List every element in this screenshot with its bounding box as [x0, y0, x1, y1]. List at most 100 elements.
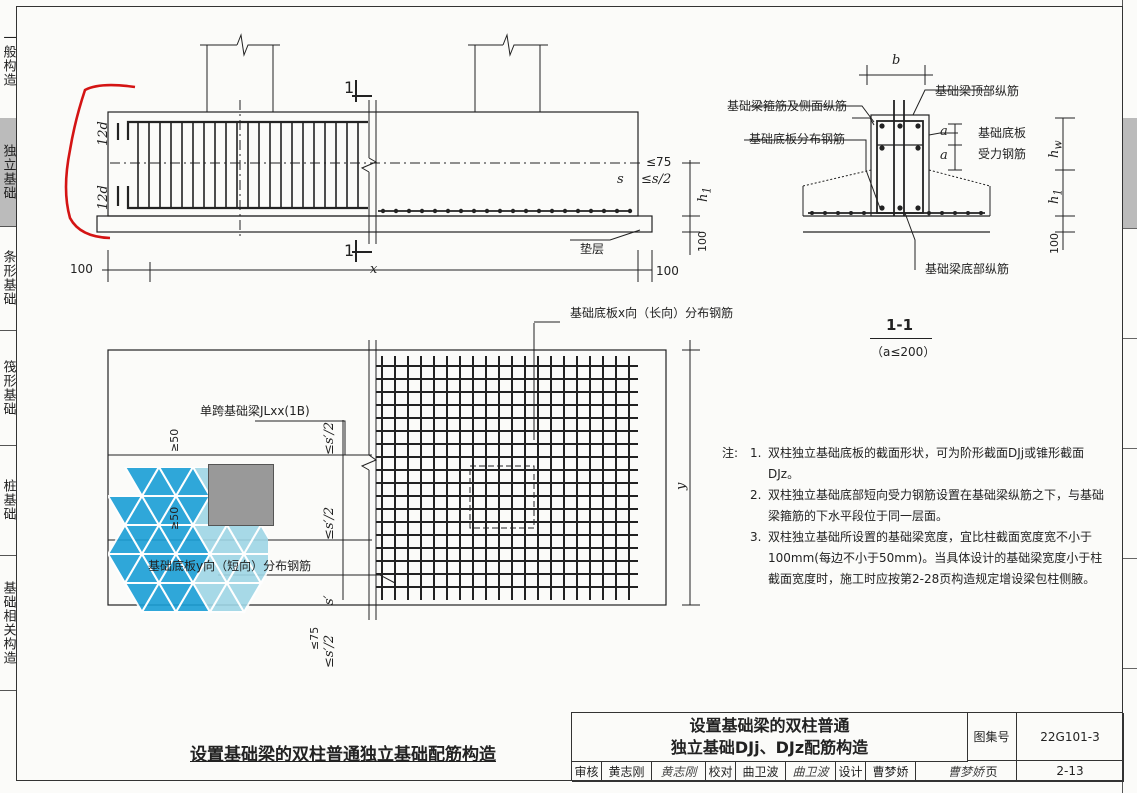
- rebar-dot: [836, 211, 840, 215]
- rebar-dot: [810, 211, 814, 215]
- category-tab[interactable]: 条形基础: [0, 226, 16, 331]
- label-beam: 单跨基础梁JLxx(1B): [200, 404, 310, 418]
- label-cushion: 垫层: [580, 242, 605, 256]
- design-label: 设计: [836, 761, 866, 782]
- right-strip-cell: [1123, 228, 1137, 339]
- stirrup-set: [137, 122, 359, 208]
- category-tabs: 一般构造独立基础条形基础筏形基础桩基础基础相关构造: [0, 0, 16, 793]
- dim-s-prime: s′: [322, 595, 337, 605]
- label-x-dist: 基础底板x向（长向）分布钢筋: [570, 306, 734, 320]
- break-line: [360, 100, 378, 244]
- rebar-dot: [823, 211, 827, 215]
- dim-le75-plan: ≤75: [308, 626, 321, 650]
- dim-s2-c: ≤s′/2: [322, 634, 337, 668]
- check-signature: 曲卫波: [786, 761, 836, 782]
- rebar-dot: [979, 211, 983, 215]
- plan-rebar-horizontal: [376, 365, 638, 588]
- note-text: 双柱独立基础所设置的基础梁宽度，宜比柱截面宽度宽不小于100mm(每边不小于50…: [768, 530, 1103, 586]
- check-label: 校对: [706, 761, 736, 782]
- rebar-dot: [915, 123, 921, 129]
- rebar-dot: [940, 211, 944, 215]
- label-plate-main-1: 基础底板: [978, 126, 1027, 140]
- section-mark-bottom: 1: [344, 241, 355, 260]
- dim-100-vert: 100: [696, 231, 709, 252]
- beam-outline: [107, 111, 639, 217]
- rebar-dot: [915, 205, 921, 211]
- plan-rebar-vertical: [381, 356, 630, 600]
- dim-a2: a: [940, 148, 948, 163]
- note-text: 双柱独立基础底板的截面形状，可为阶形截面DJj或锥形截面DJz。: [768, 446, 1085, 481]
- dim-hw: hw: [1047, 140, 1065, 158]
- label-y-dist: 基础底板y向（短向）分布钢筋: [148, 559, 312, 573]
- design-name: 曹梦娇: [866, 761, 916, 782]
- dim-le-s2: ≤s/2: [641, 172, 672, 187]
- dim-le75-elev: ≤75: [646, 155, 672, 169]
- section-rebar-dots: [810, 123, 983, 215]
- note-prefix: [722, 527, 750, 590]
- right-strip-cell: [1123, 448, 1137, 559]
- atlas-label: 图集号: [967, 713, 1017, 761]
- category-tab[interactable]: 桩基础: [0, 445, 16, 556]
- dim-100-right: 100: [656, 264, 679, 278]
- footing-pad: [96, 215, 653, 233]
- column-section-gray: [208, 464, 274, 526]
- rebar-dot: [879, 205, 885, 211]
- red-annotation-mark: [64, 83, 136, 240]
- label-plate-main-2: 受力钢筋: [978, 147, 1027, 161]
- note-prefix: [722, 485, 750, 527]
- notes: 注:1.双柱独立基础底板的截面形状，可为阶形截面DJj或锥形截面DJz。 2. 双柱…: [722, 443, 1114, 590]
- note-number: 2.: [750, 488, 762, 502]
- rebar-dot: [927, 211, 931, 215]
- title-line-1: 设置基础梁的双柱普通: [689, 716, 850, 735]
- review-label: 审核: [572, 761, 602, 782]
- dim-100-section: 100: [1048, 233, 1061, 254]
- note-number: 3.: [750, 530, 762, 544]
- sheet-frame: [16, 6, 1123, 781]
- drawing-caption: 设置基础梁的双柱普通独立基础配筋构造: [190, 745, 496, 765]
- rebar-dot: [953, 211, 957, 215]
- dim-h1-elev: h1: [696, 186, 714, 202]
- section-subtitle: （a≤200）: [871, 345, 936, 359]
- review-signature: 黄志刚: [652, 761, 706, 782]
- right-strip-cell: [1123, 338, 1137, 449]
- dim-a1: a: [940, 124, 948, 139]
- note-text: 双柱独立基础底部短向受力钢筋设置在基础梁纵筋之下，与基础梁箍筋的下水平段位于同一…: [768, 488, 1105, 523]
- rebar-dot: [862, 211, 866, 215]
- dim-ge50-top: ≥50: [168, 428, 181, 452]
- section-title: 1-1: [886, 316, 914, 334]
- dim-le-s2-a: ≤s′/2: [322, 421, 337, 455]
- column-left: [200, 33, 280, 112]
- dim-x: x: [370, 262, 378, 277]
- page-number: 2-13: [1017, 761, 1124, 782]
- right-strip-cell: [1123, 118, 1137, 229]
- rebar-dot: [879, 145, 885, 151]
- dim-s2-b: ≤s′/2: [322, 506, 337, 540]
- bottom-rebar-dots: [380, 208, 633, 214]
- category-tab[interactable]: 筏形基础: [0, 330, 16, 446]
- label-top-rebar: 基础梁顶部纵筋: [935, 84, 1020, 98]
- rebar-dot: [915, 145, 921, 151]
- rebar-dot: [879, 123, 885, 129]
- category-tab[interactable]: 独立基础: [0, 118, 16, 227]
- dim-s: s: [617, 172, 624, 187]
- category-tab[interactable]: 基础相关构造: [0, 555, 16, 691]
- dim-12d-top: 12d: [96, 121, 111, 146]
- right-strip-cell: [1123, 558, 1137, 669]
- note-item: 注:1.双柱独立基础底板的截面形状，可为阶形截面DJj或锥形截面DJz。: [722, 443, 1114, 485]
- dim-12d-bottom: 12d: [96, 185, 111, 210]
- rebar-dot: [897, 123, 903, 129]
- title-line-2: 独立基础DJj、DJz配筋构造: [670, 738, 869, 757]
- atlas-number: 22G101-3: [1017, 713, 1124, 761]
- rebar-dot: [966, 211, 970, 215]
- note-item: 2. 双柱独立基础底部短向受力钢筋设置在基础梁纵筋之下，与基础梁箍筋的下水平段位于…: [722, 485, 1114, 527]
- note-prefix: 注:: [722, 446, 739, 460]
- section-mark-top: 1: [344, 78, 355, 97]
- rebar-dot: [897, 205, 903, 211]
- label-bottom-rebar: 基础梁底部纵筋: [925, 262, 1010, 276]
- check-name: 曲卫波: [736, 761, 786, 782]
- page-label: 页: [967, 761, 1017, 782]
- dim-y: y: [674, 482, 689, 490]
- dim-100-left: 100: [70, 262, 93, 276]
